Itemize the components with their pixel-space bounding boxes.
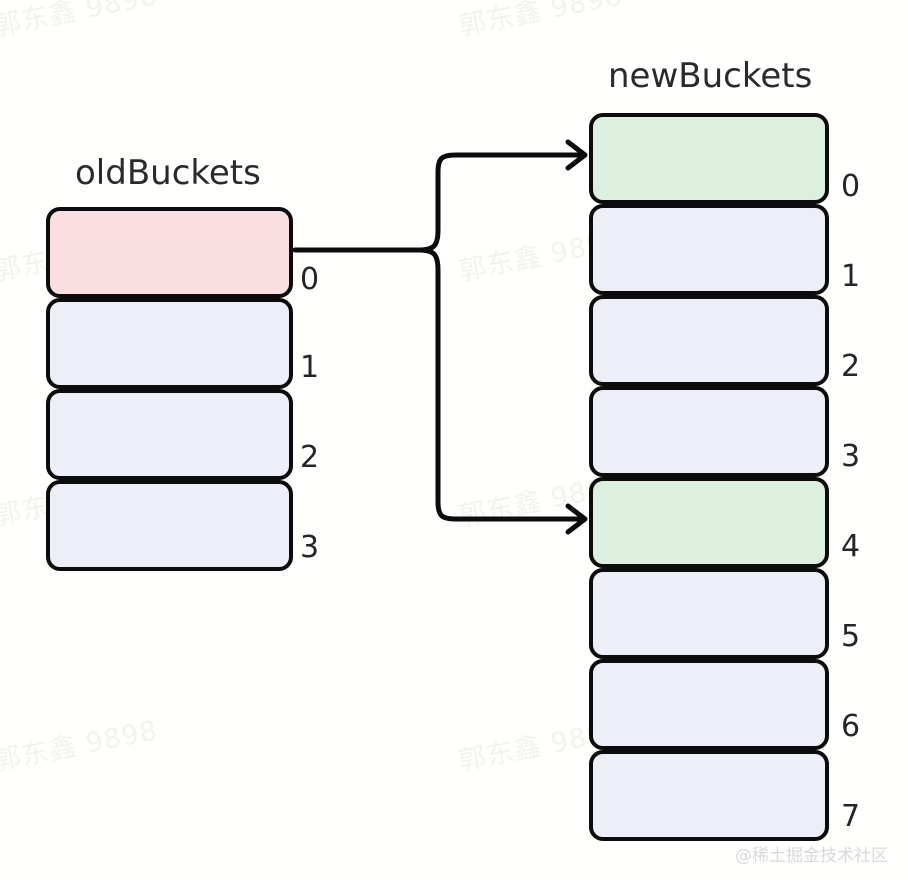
new-bucket-index-2: 2 [841,349,861,384]
arrowhead-down-icon [565,503,588,535]
connector-branch-up [415,152,585,253]
old-buckets-title: oldBuckets [75,153,261,193]
old-bucket-box-1[interactable] [46,298,293,389]
new-bucket-index-1: 1 [841,259,861,294]
new-bucket-box-2[interactable] [589,295,829,386]
watermark-text: 郭东鑫 9898 [0,715,161,778]
watermark-text: 郭东鑫 9898 [456,0,626,43]
new-bucket-box-3[interactable] [589,386,829,477]
source-watermark: @稀土掘金技术社区 [735,846,888,866]
watermark-text: 郭东鑫 9898 [0,0,161,43]
new-bucket-index-0: 0 [841,169,861,204]
new-bucket-box-4[interactable] [589,477,829,568]
new-bucket-box-7[interactable] [589,750,829,841]
new-bucket-box-0[interactable] [589,113,829,204]
new-bucket-box-5[interactable] [589,568,829,659]
new-buckets-title: newBuckets [608,56,813,96]
new-bucket-index-4: 4 [841,529,861,564]
connector-branch-down [415,247,585,522]
old-bucket-box-0[interactable] [46,207,293,298]
old-bucket-box-2[interactable] [46,389,293,480]
new-bucket-box-1[interactable] [589,204,829,295]
old-bucket-index-2: 2 [300,440,320,475]
new-bucket-index-7: 7 [841,799,861,834]
old-bucket-box-3[interactable] [46,480,293,571]
new-bucket-index-3: 3 [841,439,861,474]
old-bucket-index-3: 3 [300,530,320,565]
arrowhead-up-icon [565,139,588,171]
new-bucket-box-6[interactable] [589,659,829,750]
new-bucket-index-6: 6 [841,709,861,744]
old-bucket-index-0: 0 [300,262,320,297]
old-bucket-index-1: 1 [300,350,320,385]
new-bucket-index-5: 5 [841,619,861,654]
